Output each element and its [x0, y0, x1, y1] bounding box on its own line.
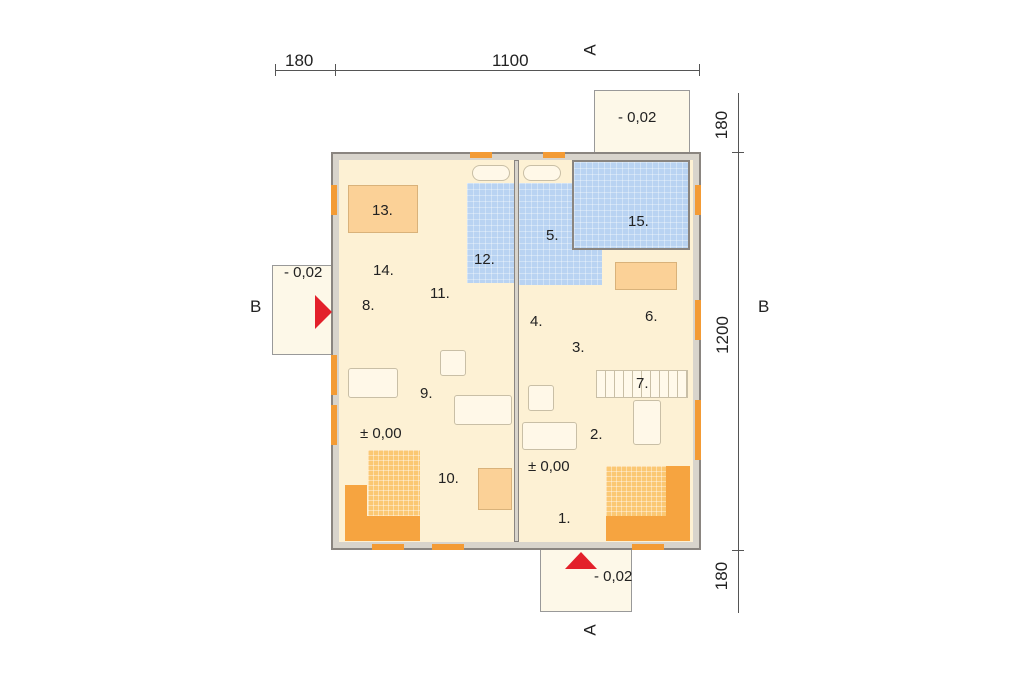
- staircase: [596, 370, 688, 398]
- bed: [478, 468, 512, 510]
- dining-table: [348, 368, 398, 398]
- room-label-7: 7.: [636, 375, 649, 392]
- level-floor-right: ± 0,00: [528, 458, 570, 475]
- kitchen-left-floor: [368, 450, 420, 516]
- room-label-6: 6.: [645, 308, 658, 325]
- dim-right-top: 180: [712, 110, 732, 140]
- dim-tick: [335, 64, 336, 76]
- level-top-entrance: - 0,02: [618, 109, 657, 126]
- dim-right-main: 1200: [712, 316, 732, 354]
- room-15-utility: [572, 160, 690, 250]
- room-label-3: 3.: [572, 339, 585, 356]
- bathtub: [523, 165, 561, 181]
- dim-tick: [275, 64, 276, 76]
- window: [372, 544, 404, 550]
- window: [331, 355, 337, 395]
- window: [470, 152, 492, 158]
- room-label-10: 10.: [438, 470, 459, 487]
- coffee-table: [528, 385, 554, 411]
- kitchen-right-floor: [606, 466, 666, 516]
- level-bottom-entrance: - 0,02: [594, 568, 633, 585]
- window: [432, 544, 464, 550]
- bathtub: [472, 165, 510, 181]
- kitchen-right-counter: [606, 516, 690, 541]
- entrance-arrow-icon: [315, 295, 332, 329]
- dining-table: [633, 400, 661, 445]
- kitchen-left-counter: [345, 516, 420, 541]
- section-a-top: A: [580, 44, 600, 56]
- room-label-5: 5.: [546, 227, 559, 244]
- dim-top-left: 180: [285, 51, 314, 70]
- bed: [348, 185, 418, 233]
- sofa: [454, 395, 512, 425]
- room-label-15: 15.: [628, 213, 649, 230]
- room-label-11: 11.: [430, 285, 450, 302]
- room-label-14: 14.: [373, 262, 394, 279]
- room-label-2: 2.: [590, 426, 603, 443]
- bed: [615, 262, 677, 290]
- room-12-bathroom: [467, 183, 514, 283]
- window: [331, 185, 337, 215]
- window: [632, 544, 664, 550]
- dim-tick: [732, 550, 744, 551]
- dim-top-main: 1100: [492, 51, 529, 70]
- room-label-12: 12.: [474, 251, 495, 268]
- dim-tick: [699, 64, 700, 76]
- window: [331, 405, 337, 445]
- top-dimension-line: [275, 70, 700, 71]
- window: [695, 185, 701, 215]
- party-wall: [514, 160, 519, 542]
- right-dimension-line: [738, 93, 739, 613]
- window: [543, 152, 565, 158]
- top-entrance-terrace: [594, 90, 690, 155]
- room-label-4: 4.: [530, 313, 543, 330]
- entrance-arrow-icon: [565, 552, 597, 569]
- window: [695, 400, 701, 460]
- level-left-entrance: - 0,02: [284, 264, 323, 281]
- section-a-bottom: A: [580, 624, 600, 636]
- room-label-9: 9.: [420, 385, 433, 402]
- dim-tick: [732, 152, 744, 153]
- sofa: [522, 422, 577, 450]
- level-floor-left: ± 0,00: [360, 425, 402, 442]
- dim-right-bottom: 180: [712, 561, 732, 591]
- window: [695, 300, 701, 340]
- section-b-right: B: [758, 297, 770, 316]
- section-b-left: B: [250, 297, 262, 316]
- room-label-1: 1.: [558, 510, 571, 527]
- room-label-8: 8.: [362, 297, 375, 314]
- coffee-table: [440, 350, 466, 376]
- room-label-13: 13.: [372, 202, 393, 219]
